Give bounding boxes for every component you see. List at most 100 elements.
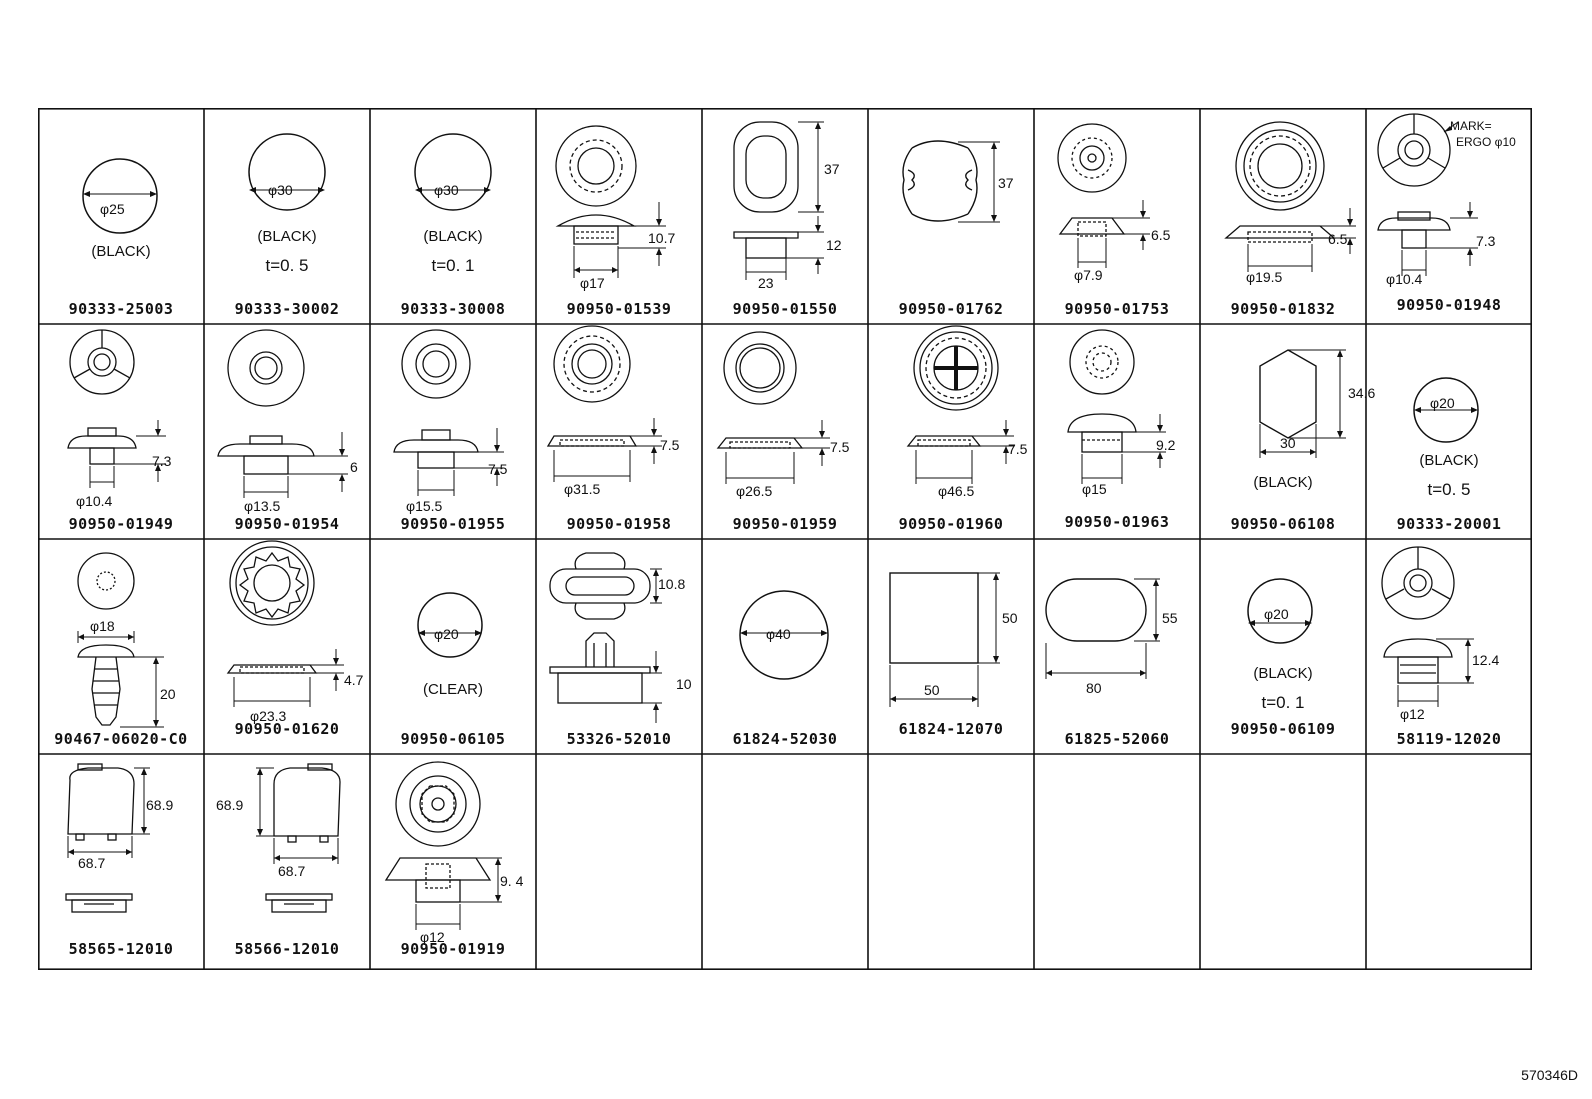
flat-plug-drawing: φ20 <box>417 592 483 658</box>
part-number: 90950-01539 <box>566 300 672 318</box>
part-cell: 12.4 φ12 58119-12020 <box>1366 539 1532 754</box>
cross-grommet-drawing: 7.5 φ46.5 <box>906 325 1028 499</box>
part-number: 90333-25003 <box>68 300 174 318</box>
dimension-label: φ15.5 <box>406 498 443 514</box>
dimension-label: φ7.9 <box>1074 267 1103 283</box>
dimension-label: 6.5 <box>1328 231 1348 247</box>
dimension-label: φ20 <box>1430 395 1455 411</box>
dimension-label: φ40 <box>766 626 791 642</box>
mark-label: ERGO φ10 <box>1456 135 1516 149</box>
cover-cap-drawing: 68.9 68.7 <box>65 763 173 913</box>
dimension-label: φ15 <box>1082 481 1107 497</box>
dimension-label: φ30 <box>268 182 293 198</box>
part-cell: 4.7 φ23.3 90950-01620 <box>204 539 370 754</box>
thickness-note: t=0. 5 <box>265 256 309 275</box>
dimension-label: φ30 <box>434 182 459 198</box>
dimension-label: 68.9 <box>146 797 173 813</box>
oval-grommet-drawing: 37 12 23 <box>733 121 842 291</box>
part-number: 61825-52060 <box>1064 730 1170 748</box>
part-cell: 34.6 30 (BLACK) 90950-06108 <box>1200 324 1375 539</box>
part-cell: 9.2 φ15 90950-01963 <box>1034 324 1200 539</box>
part-number: 58565-12010 <box>68 940 174 958</box>
dimension-label: 55 <box>1162 610 1178 626</box>
part-number: 90950-01762 <box>898 300 1004 318</box>
part-number: 90950-01753 <box>1064 300 1170 318</box>
part-number: 90333-20001 <box>1396 515 1502 533</box>
diagram-code: 570346D <box>1521 1067 1578 1083</box>
dimension-label: 7.5 <box>488 461 508 477</box>
flat-plug-drawing: φ40 <box>739 590 829 680</box>
part-cell: φ18 20 90467-06020-C0 <box>38 539 204 754</box>
dimension-label: φ26.5 <box>736 483 773 499</box>
dimension-label: 10.8 <box>658 576 685 592</box>
dimension-label: 50 <box>924 682 940 698</box>
part-number: 90950-01948 <box>1396 296 1502 314</box>
dimension-label: 7.3 <box>152 453 172 469</box>
dimension-label: φ13.5 <box>244 498 281 514</box>
part-cell: MARK= ERGO φ10 7.3 φ10.4 90950-01948 <box>1366 108 1532 324</box>
part-number: 90950-01550 <box>732 300 838 318</box>
dimension-label: 7.5 <box>660 437 680 453</box>
color-note: (BLACK) <box>1253 474 1313 491</box>
mark-label: MARK= <box>1450 119 1492 133</box>
part-cell: 6 φ13.5 90950-01954 <box>204 324 370 539</box>
dimension-label: φ46.5 <box>938 483 975 499</box>
part-number: 58566-12010 <box>234 940 340 958</box>
marked-grommet-drawing: 7.3 φ10.4 <box>67 329 172 509</box>
part-number: 90950-01620 <box>234 720 340 738</box>
dimension-label: 20 <box>160 686 176 702</box>
part-cell: φ20 (CLEAR) 90950-06105 <box>370 539 536 754</box>
color-note: (BLACK) <box>257 228 317 245</box>
part-cell: φ20 (BLACK) t=0. 5 90333-20001 <box>1366 324 1532 539</box>
grommet-drawing: 10.7 φ17 <box>555 125 675 291</box>
thickness-note: t=0. 5 <box>1427 480 1471 499</box>
dimension-label: φ17 <box>580 275 605 291</box>
dimension-label: 37 <box>824 161 840 177</box>
color-note: (BLACK) <box>423 228 483 245</box>
dimension-label: 68.7 <box>78 855 105 871</box>
parts-grid: φ25 (BLACK) 90333-25003 φ30 (BLACK) t=0.… <box>38 108 1532 970</box>
dimension-label: φ19.5 <box>1246 269 1283 285</box>
dimension-label: φ10.4 <box>1386 271 1423 287</box>
part-number: 90950-01832 <box>1230 300 1336 318</box>
slotted-plug-drawing: 37 <box>902 140 1014 223</box>
grid-lines <box>38 108 1532 970</box>
color-note: (CLEAR) <box>422 681 483 698</box>
marked-grommet-drawing: MARK= ERGO φ10 7.3 φ10.4 <box>1377 113 1516 287</box>
dimension-label: 6 <box>350 459 358 475</box>
part-number: 90333-30008 <box>400 300 506 318</box>
part-number: 90950-06105 <box>400 730 506 748</box>
hex-plug-drawing: 34.6 30 <box>1259 349 1375 458</box>
cover-cap-drawing: 68.9 68.7 <box>216 763 341 913</box>
dimension-label: φ12 <box>1400 706 1425 722</box>
flat-plug-drawing: φ25 <box>82 158 158 234</box>
dimension-label: φ23.3 <box>250 708 287 724</box>
part-number: 90950-01954 <box>234 515 340 533</box>
part-cell: 7.5 φ46.5 90950-01960 <box>868 324 1034 539</box>
part-cell: 50 50 61824-12070 <box>868 539 1034 754</box>
plug-drawing: 9.2 φ15 <box>1067 329 1176 497</box>
color-note: (BLACK) <box>1253 665 1313 682</box>
part-cell: 68.9 68.7 58566-12010 <box>204 754 370 970</box>
dimension-label: 23 <box>758 275 774 291</box>
grommet-drawing: 7.5 φ15.5 <box>393 329 508 514</box>
dimension-label: φ25 <box>100 201 125 217</box>
grommet-drawing: 7.5 φ31.5 <box>546 325 680 497</box>
part-cell: 6.5 φ7.9 90950-01753 <box>1034 108 1200 324</box>
dimension-label: 12.4 <box>1472 652 1499 668</box>
part-number: 90950-01963 <box>1064 513 1170 531</box>
part-cell: 10.7 φ17 90950-01539 <box>536 108 702 324</box>
part-cell: 68.9 68.7 58565-12010 <box>38 754 204 970</box>
part-number: 90333-30002 <box>234 300 340 318</box>
dimension-label: 10.7 <box>648 230 675 246</box>
flat-plug-drawing: φ30 <box>414 133 492 211</box>
part-number: 90950-01919 <box>400 940 506 958</box>
part-cell: φ20 (BLACK) t=0. 1 90950-06109 <box>1200 539 1366 754</box>
part-cell: 37 90950-01762 <box>868 108 1034 324</box>
part-number: 90950-01949 <box>68 515 174 533</box>
dimension-label: 80 <box>1086 680 1102 696</box>
dimension-label: φ18 <box>90 618 115 634</box>
flat-plug-drawing: φ30 <box>248 133 326 211</box>
part-cell: φ30 (BLACK) t=0. 1 90333-30008 <box>370 108 536 324</box>
part-cell: 6.5 φ19.5 90950-01832 <box>1200 108 1366 324</box>
